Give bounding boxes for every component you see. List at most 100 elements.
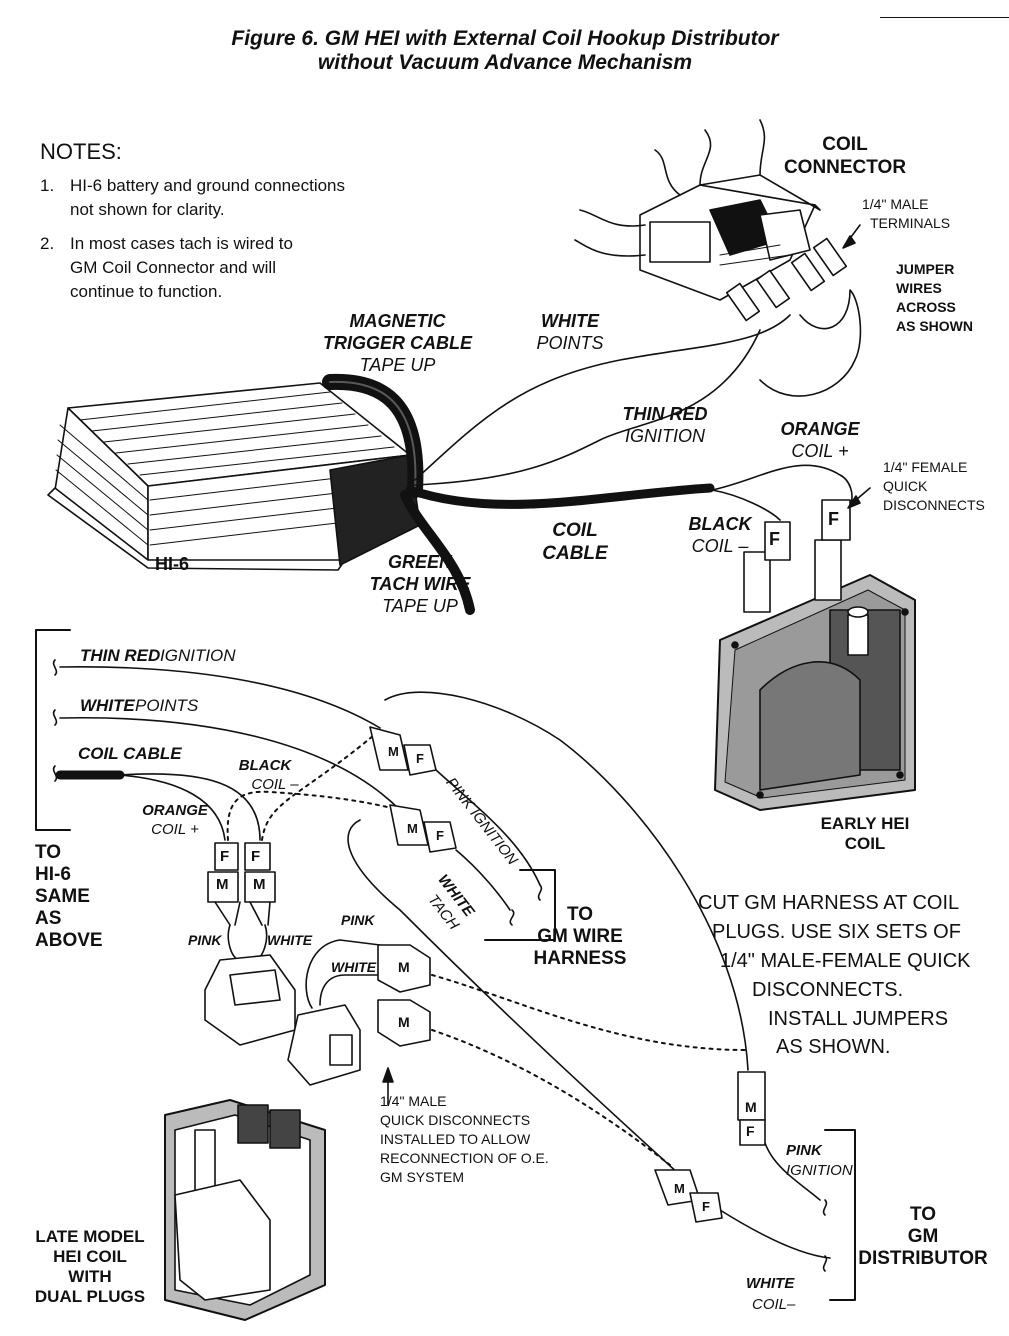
to-hi6-label-2: HI-6 [35,864,71,885]
black-coil-label-1: BLACK [688,514,752,534]
coil-connector-label-1: COIL [822,134,868,155]
letter-m-6: M [388,744,399,759]
pink-ignition-right-label-2: IGNITION [786,1162,853,1179]
orange-coil-label-2: COIL + [791,441,849,461]
letter-m-3: M [398,959,410,975]
jumper-wires-label-4: AS SHOWN [896,318,973,334]
lower-orange-coil-label-2: COIL + [151,821,199,838]
late-model-label-2: HEI COIL [53,1247,127,1266]
letter-m-8: M [674,1181,685,1196]
letter-f-3: F [746,1123,755,1139]
female-qd-label-1: 1/4" FEMALE [883,459,968,475]
jumper-wires-label-2: WIRES [896,280,942,296]
lower-black-coil-label-2: COIL – [251,776,299,793]
green-tape-label: TAPE UP [382,596,458,616]
early-hei-label-1: EARLY HEI [820,814,910,833]
late-model-label-1: LATE MODEL [35,1227,145,1246]
inline-connectors [369,726,766,1223]
orange-coil-label-1: ORANGE [780,419,860,439]
cut-instructions-line5: INSTALL JUMPERS [768,1008,949,1030]
green-tach-label-1: GREEN [387,552,452,572]
late-model-label-3: WITH [68,1267,112,1286]
pink-ignition-right-label-1: PINK [786,1142,822,1159]
letter-f-6: F [702,1199,710,1214]
to-hi6-label-5: ABOVE [35,930,103,951]
lower-coil-cable-label: COIL CABLE [78,744,182,763]
thin-red-label-1: THIN RED [622,404,708,424]
male-qd-note-2: QUICK DISCONNECTS [380,1112,531,1128]
coil-connector-shape [574,119,861,322]
lower-white-label: WHITE [267,932,313,948]
magnetic-trigger-cable [322,373,424,498]
male-terminals-label-1: 1/4" MALE [862,196,929,212]
letter-f-5: F [436,828,444,843]
figure-title-line2: without Vacuum Advance Mechanism [317,51,693,74]
note1-line2: not shown for clarity. [70,200,225,219]
male-qd-note-5: GM SYSTEM [380,1169,465,1185]
coil-cable-upper [405,483,715,509]
male-qd-note-3: INSTALLED TO ALLOW [380,1131,531,1147]
cut-instructions-line6: AS SHOWN. [776,1036,891,1058]
to-hi6-label-1: TO [35,842,62,863]
figure-title-line1: Figure 6. GM HEI with External Coil Hook… [231,27,779,50]
lower-black-coil-label-1: BLACK [238,757,292,774]
mid-connectors [377,944,746,1166]
jumper-wires-label-3: ACROSS [896,299,956,315]
terminal-f-black: F [769,529,780,549]
black-coil-label-2: COIL – [691,536,749,556]
female-qd-label-2: QUICK [883,478,928,494]
top-rule [880,17,1009,18]
to-gm-harness-label-3: HARNESS [533,948,627,969]
magnetic-trigger-label-2: TRIGGER CABLE [322,333,472,353]
lower-pink-label: PINK [188,932,222,948]
early-hei-coil-shape [714,487,916,811]
coil-cable-label-1: COIL [552,520,598,541]
to-gm-distributor-label-2: GM [907,1226,939,1247]
to-gm-harness-label-2: GM WIRE [537,926,623,947]
late-model-label-4: DUAL PLUGS [34,1287,146,1306]
lower-orange-coil-label-1: ORANGE [142,802,208,819]
magnetic-trigger-label-1: MAGNETIC [349,311,446,331]
letter-m-4: M [398,1014,410,1030]
note1-line1: HI-6 battery and ground connections [70,176,346,195]
late-model-hei-coil [164,1099,326,1321]
letter-f-1: F [220,848,230,865]
note2-number: 2. [40,234,55,253]
male-qd-note-4: RECONNECTION OF O.E. [380,1150,549,1166]
thin-red-label-2: IGNITION [625,426,705,446]
notes-heading: NOTES: [40,139,122,164]
mid-white-label: WHITE [331,959,377,975]
to-gm-distributor-label-3: DISTRIBUTOR [858,1248,988,1269]
coil-connector-label-2: CONNECTOR [783,157,907,178]
letter-m-7: M [407,821,418,836]
hi6-module [47,382,421,571]
note1-number: 1. [40,176,55,195]
letter-m-2: M [253,876,266,893]
white-coil-minus-label-2: COIL– [752,1296,796,1313]
hi6-label: HI-6 [155,554,190,574]
white-coil-minus-label-1: WHITE [746,1275,795,1292]
lower-thin-red-label-a: THIN RED [80,646,161,665]
to-gm-distributor-label-1: TO [909,1204,937,1225]
to-hi6-label-3: SAME [35,886,90,907]
male-qd-note-1: 1/4" MALE [380,1093,447,1109]
white-points-label-1: WHITE [541,311,599,331]
letter-m-5: M [745,1099,757,1115]
green-tach-wire-upper [400,490,475,615]
late-model-plugs [204,939,381,1086]
terminal-f-orange: F [828,509,839,529]
to-hi6-label-4: AS [35,908,62,929]
mid-pink-label: PINK [341,912,375,928]
note2-line2: GM Coil Connector and will [70,258,276,277]
cut-instructions-line3: 1/4" MALE-FEMALE QUICK [720,950,971,972]
lower-thin-red-label-b: IGNITION [160,646,236,665]
cut-instructions-line4: DISCONNECTS. [752,979,904,1001]
lower-white-points-label-a: WHITE [80,696,135,715]
female-qd-label-3: DISCONNECTS [883,497,985,513]
cut-instructions-line1: CUT GM HARNESS AT COIL [698,892,960,914]
note2-line1: In most cases tach is wired to [70,234,293,253]
lower-left-connectors [207,842,276,961]
lower-white-points-label-b: POINTS [135,696,199,715]
letter-m-1: M [216,876,229,893]
